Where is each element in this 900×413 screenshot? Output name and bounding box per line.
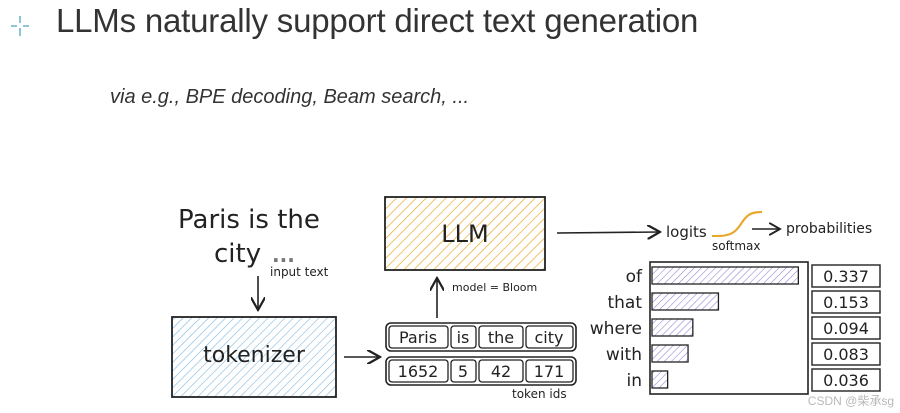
watermark: CSDN @柴承sg xyxy=(807,394,894,408)
token-box xyxy=(525,325,574,349)
token-id-text: 5 xyxy=(458,362,468,381)
bullet-icon xyxy=(11,16,29,36)
candidate-word: where xyxy=(590,319,642,339)
probabilities-label: probabilities xyxy=(786,221,872,237)
token-box xyxy=(388,325,449,349)
token-text: Paris xyxy=(399,328,437,347)
probability-value-box xyxy=(811,368,881,392)
candidate-word: in xyxy=(627,371,643,391)
token-id-text: 171 xyxy=(534,362,565,381)
probability-value: 0.337 xyxy=(823,267,869,286)
model-label: model = Bloom xyxy=(452,281,537,294)
probability-bar xyxy=(651,370,669,389)
probability-value: 0.083 xyxy=(823,345,869,364)
tokenizer-box xyxy=(171,316,337,398)
token-text: is xyxy=(457,328,470,347)
llm-box xyxy=(384,196,546,271)
tokenizer-label: tokenizer xyxy=(203,343,306,368)
probability-bar xyxy=(651,318,694,337)
llm-label: LLM xyxy=(441,220,488,248)
input-text-line2: city xyxy=(214,239,261,269)
token-id-box xyxy=(388,359,449,383)
token-id-text: 1652 xyxy=(398,362,439,381)
probability-bar xyxy=(651,266,800,285)
probability-value-box xyxy=(811,290,881,314)
token-id-box xyxy=(478,359,524,383)
token-ids-label: token ids xyxy=(512,387,567,401)
slide-title: LLMs naturally support direct text gener… xyxy=(56,2,699,39)
probability-value: 0.153 xyxy=(823,293,869,312)
input-text-label: input text xyxy=(270,265,329,279)
token-ids-group xyxy=(385,356,577,386)
probability-value-box xyxy=(811,316,881,340)
token-text: the xyxy=(488,328,514,347)
probability-value: 0.036 xyxy=(823,371,869,390)
probability-bar xyxy=(651,344,689,363)
probability-bar xyxy=(651,292,720,311)
input-text-line1: Paris is the xyxy=(178,205,320,235)
tokens-group xyxy=(385,322,577,352)
candidate-word: that xyxy=(607,293,642,313)
logits-label: logits xyxy=(666,223,707,241)
arrow-llm-to-logits xyxy=(556,232,660,233)
token-id-box xyxy=(525,359,574,383)
bar-chart-frame xyxy=(649,261,809,395)
token-id-box xyxy=(450,359,477,383)
probability-value: 0.094 xyxy=(823,319,869,338)
input-ellipsis: ... xyxy=(272,243,295,267)
softmax-label: softmax xyxy=(712,239,760,253)
probability-chart: of 0.337 that 0.153 where 0.094 with 0.083 in 0.0… xyxy=(590,261,881,395)
slide-subtitle: via e.g., BPE decoding, Beam search, ... xyxy=(110,86,470,108)
candidate-word: of xyxy=(626,267,643,287)
candidate-word: with xyxy=(606,345,642,365)
token-text: city xyxy=(535,328,564,347)
token-box xyxy=(478,325,524,349)
probability-value-box xyxy=(811,342,881,366)
softmax-curve xyxy=(717,210,763,238)
token-box xyxy=(450,325,477,349)
token-id-text: 42 xyxy=(491,362,511,381)
probability-value-box xyxy=(811,264,881,288)
